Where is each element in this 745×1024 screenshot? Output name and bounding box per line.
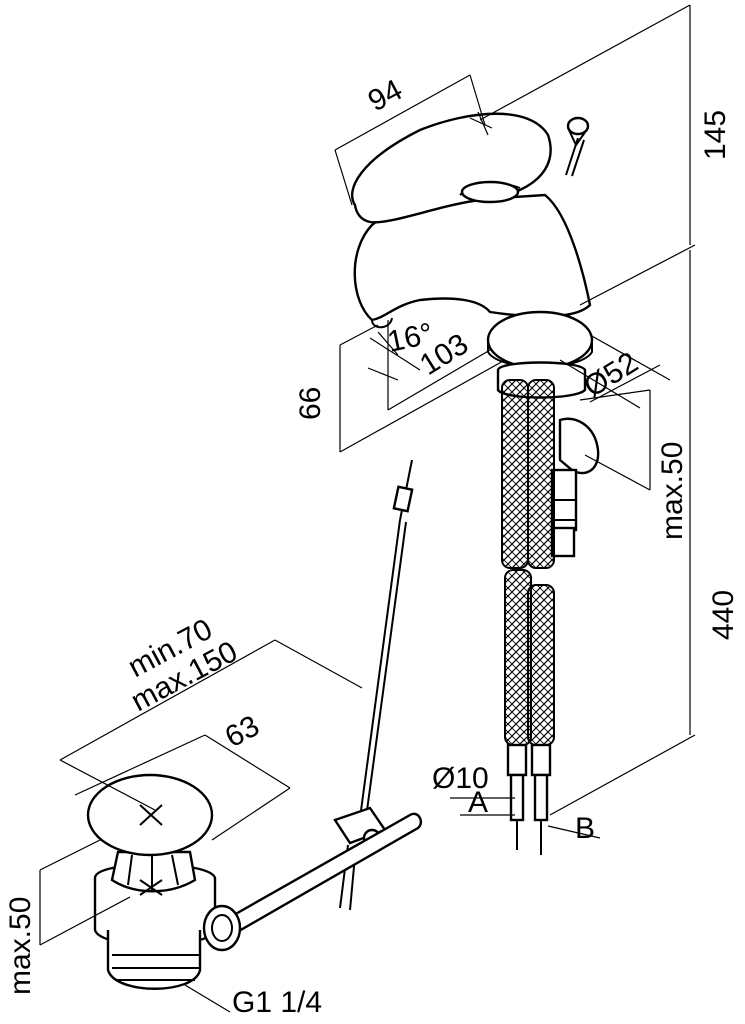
dim-hose-length: 440 <box>707 590 740 640</box>
label-hose-b: B <box>575 812 595 845</box>
dim-hose-diameter: Ø10 <box>432 762 489 795</box>
label-hose-a: A <box>468 786 488 819</box>
supply-hoses <box>501 379 555 855</box>
dim-handle-width: 94 <box>363 73 408 118</box>
faucet-dimension-lines <box>334 4 696 839</box>
dim-spout-height: 66 <box>294 387 327 420</box>
dim-thread: G1 1/4 <box>232 986 322 1019</box>
dim-max-thickness-waste: max.50 <box>4 897 37 995</box>
dim-waste-diameter: 63 <box>220 709 265 754</box>
waste-assembly <box>86 459 423 990</box>
waste-dimension-lines <box>39 639 363 1013</box>
dim-max-thickness-top: max.50 <box>656 442 689 540</box>
dim-height-top: 145 <box>699 110 732 160</box>
